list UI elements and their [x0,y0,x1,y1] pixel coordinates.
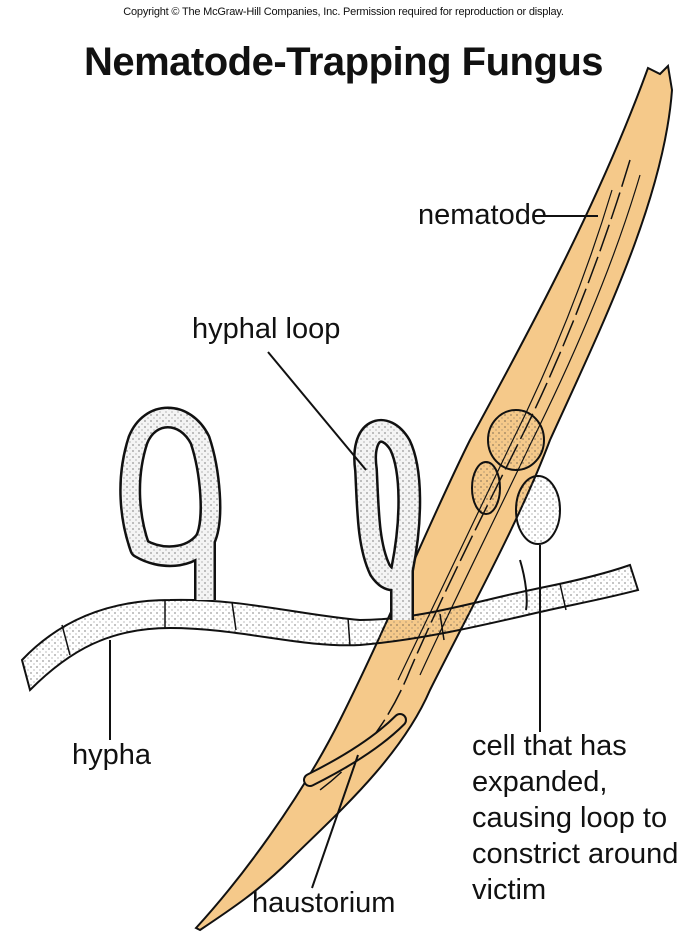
hyphal-loop-middle [365,431,409,620]
label-expanded-cell-line: causing loop to [472,800,678,836]
label-expanded-cell-line: cell that has [472,728,678,764]
label-expanded-cell-line: constrict around [472,836,678,872]
label-hypha: hypha [72,738,151,772]
label-haustorium: haustorium [252,886,395,920]
hyphal-loop-left [130,418,210,601]
hyphal-loop-leader-line [268,352,366,470]
hypha-strand [22,565,638,690]
label-hyphal-loop: hyphal loop [192,312,340,346]
label-expanded-cell-line: expanded, [472,764,678,800]
expanded-cell [488,410,544,470]
expanded-cell [516,476,560,544]
label-nematode: nematode [418,198,547,232]
label-expanded-cell-line: victim [472,872,678,908]
hypha [22,565,638,690]
label-expanded-cell: cell that has expanded, causing loop to … [472,728,678,908]
expanded-cell [472,462,500,514]
